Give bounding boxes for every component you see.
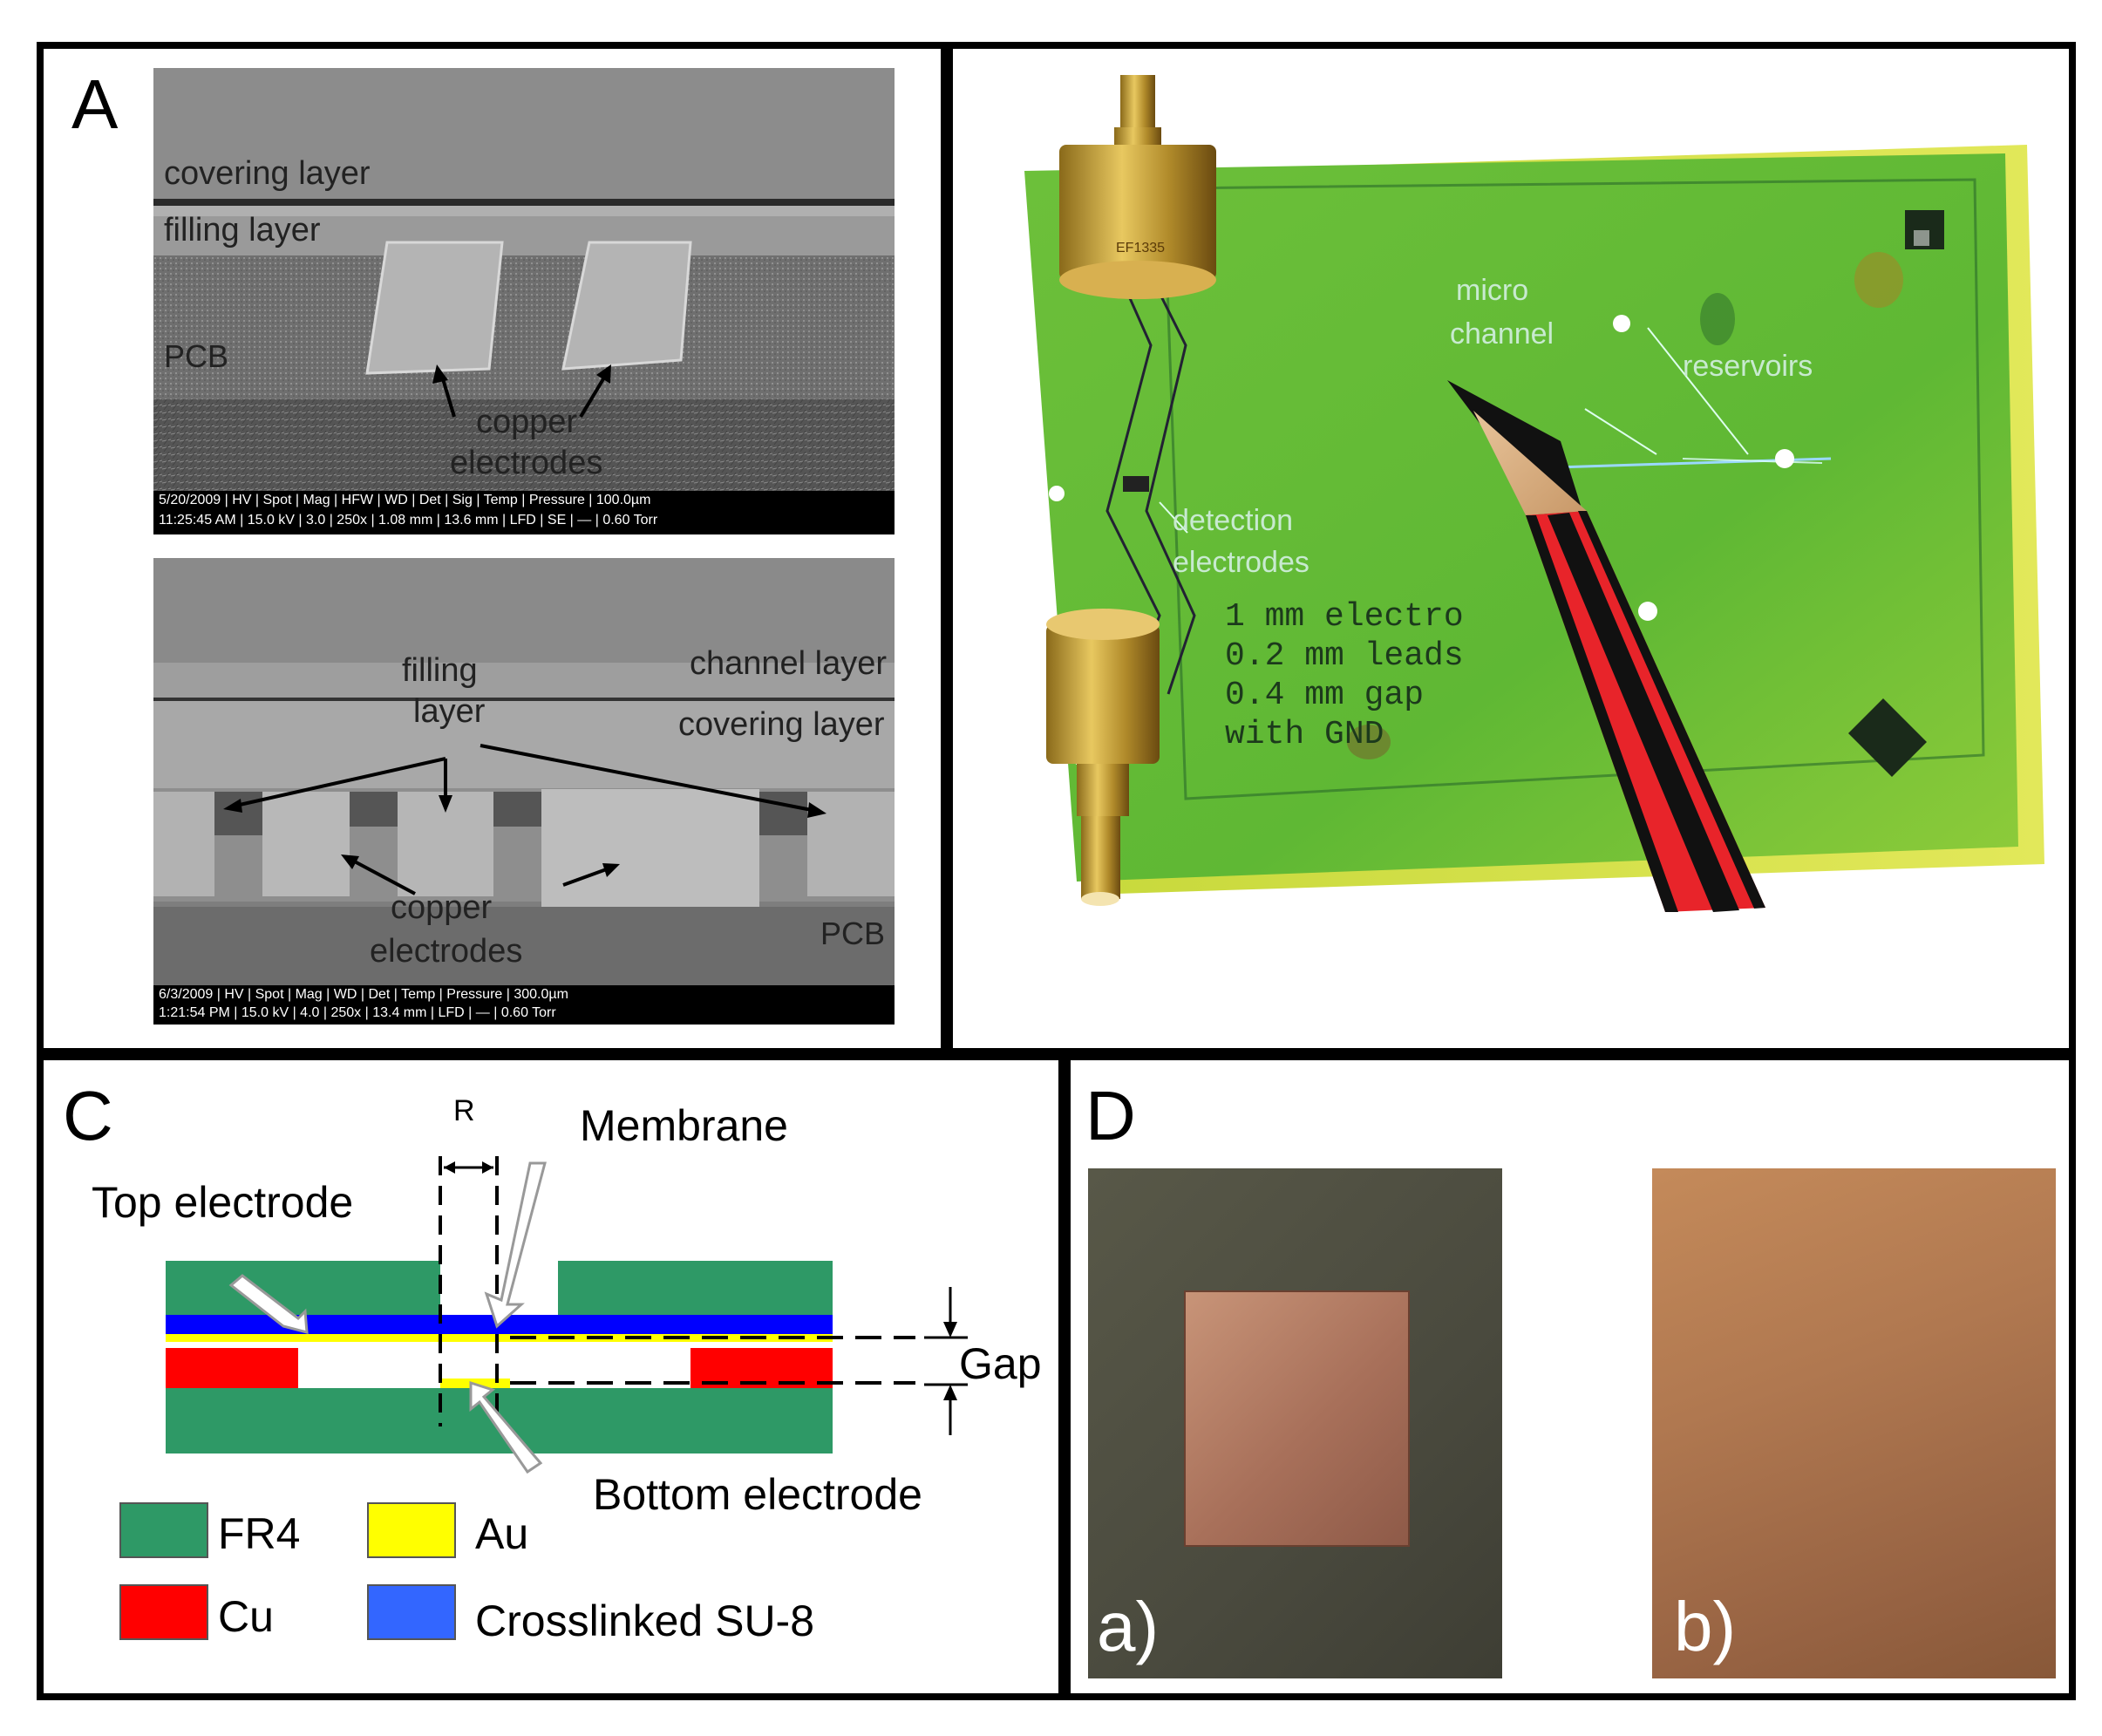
legend-cu-swatch: [119, 1584, 208, 1640]
sem-bottom-pcb-label: PCB: [820, 916, 886, 951]
legend-fr4-label: FR4: [218, 1509, 301, 1558]
board-text-4: with GND: [1225, 716, 1384, 753]
reservoirs-label: reservoirs: [1683, 350, 1813, 383]
bottom-electrode-label: Bottom electrode: [593, 1470, 922, 1519]
panel-d-frame: [1064, 1053, 2076, 1700]
sem-bottom-filling-label: filling: [402, 652, 478, 689]
panel-c-label: C: [63, 1077, 113, 1154]
sem-top-covering-label: covering layer: [164, 155, 371, 192]
micro-label: micro: [1456, 274, 1529, 307]
pcb-photo: EF1335 micro channel reservoirs detectio…: [959, 58, 2062, 1043]
sem-bottom-channel-label: channel layer: [690, 645, 888, 682]
legend-su8-label: Crosslinked SU-8: [475, 1596, 815, 1645]
pencil-graphic: [1447, 380, 1765, 912]
sem-image-top: covering layer filling layer PCB copper …: [153, 68, 895, 534]
membrane-label: Membrane: [580, 1101, 788, 1150]
gap-label: Gap: [959, 1339, 1042, 1388]
sem-bottom-info-row2: 1:21:54 PM | 15.0 kV | 4.0 | 250x | 13.4…: [159, 1005, 556, 1020]
top-fr4-left: [166, 1261, 440, 1315]
copper-pad: [1184, 1290, 1410, 1547]
panel-c-frame: [37, 1053, 1065, 1700]
r-label: R: [453, 1094, 475, 1127]
pcb-photo-graphic: [959, 58, 2062, 1043]
legend-cu-label: Cu: [218, 1592, 274, 1641]
legend-au-swatch: [367, 1502, 456, 1558]
sem-top-copper-label: copper: [476, 404, 578, 440]
channel-label: channel: [1450, 317, 1554, 351]
photo-d-b: b): [1652, 1168, 2056, 1678]
sem-top-filling-label: filling layer: [164, 212, 321, 248]
board-text-2: 0.2 mm leads: [1225, 637, 1464, 675]
panel-b-frame: [946, 42, 2076, 1055]
board-text-1: 1 mm electro: [1225, 598, 1464, 636]
board-text-3: 0.4 mm gap: [1225, 677, 1425, 714]
membrane-schematic: [119, 1156, 968, 1640]
cu-left: [166, 1348, 298, 1388]
sem-top-info-row2: 11:25:45 AM | 15.0 kV | 3.0 | 250x | 1.0…: [159, 513, 658, 528]
panel-d-label: D: [1085, 1077, 1136, 1154]
sem-bottom-copper-label: copper: [391, 889, 493, 926]
legend-fr4-swatch: [119, 1502, 208, 1558]
sem-top-graphic: [153, 68, 895, 534]
panel-a-label: A: [71, 65, 119, 143]
sem-top-info-row1: 5/20/2009 | HV | Spot | Mag | HFW | WD |…: [159, 493, 651, 507]
sem-bottom-covering-label: covering layer: [678, 706, 885, 743]
top-fr4-right: [558, 1261, 833, 1315]
sem-bottom-info-row1: 6/3/2009 | HV | Spot | Mag | WD | Det | …: [159, 987, 568, 1002]
panel-a-frame: [37, 42, 948, 1055]
legend-su8-swatch: [367, 1584, 456, 1640]
sem-bottom-electrodes-label: electrodes: [370, 933, 523, 970]
photo-d-a-label: a): [1097, 1588, 1160, 1665]
photo-d-b-label: b): [1674, 1588, 1737, 1665]
sem-top-pcb-label: PCB: [164, 338, 229, 374]
photo-d-a: a): [1088, 1168, 1502, 1678]
top-au-layer: [166, 1334, 833, 1342]
sem-bottom-graphic: [153, 558, 895, 1025]
sem-top-electrodes-label: electrodes: [450, 445, 603, 481]
legend-au-label: Au: [475, 1509, 529, 1558]
sem-bottom-layer-label: layer: [413, 693, 486, 730]
sem-image-bottom: filling layer channel layer covering lay…: [153, 558, 895, 1025]
detection-label: detection: [1173, 504, 1293, 537]
connector-text: EF1335: [1116, 241, 1166, 255]
top-electrode-label: Top electrode: [92, 1178, 354, 1227]
detection-electrodes-label: electrodes: [1173, 546, 1309, 579]
